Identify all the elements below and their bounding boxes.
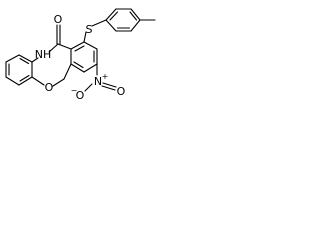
nitro-n-o-double-bond-b (101, 85, 116, 91)
left-benzene-ring (5, 54, 33, 86)
ring-oxygen-label: O (45, 81, 54, 94)
nitro-nitrogen-label: N (94, 75, 102, 88)
nitro-oxygen-single-charge: − (71, 86, 78, 95)
structure-canvas: O NH S O N + O − O (0, 0, 162, 124)
amide-oxygen-label: O (54, 13, 63, 26)
amine-nh-label: NH (35, 48, 52, 61)
sulfur-to-tolyl-bond (91, 19, 107, 27)
bonds (5, 8, 156, 92)
atom-labels: O NH S O N + O − O (35, 13, 126, 102)
carbonyl-double-bond (56, 24, 61, 45)
nitro-oxygen-double-label: O (117, 85, 126, 98)
ring-to-sulfur-bond (83, 31, 87, 43)
diazepine-ring (31, 43, 72, 87)
nitro-n-o-double-bond-a (102, 82, 117, 88)
nitro-oxygen-single-label: O (76, 89, 85, 102)
nitro-n-o-single-bond (84, 83, 93, 92)
molecule-structure: O NH S O N + O − O (5, 8, 156, 102)
right-benzene-ring (70, 41, 98, 73)
sulfur-label: S (86, 23, 93, 36)
ring-oxygen-bond (63, 63, 72, 80)
nitro-nitrogen-charge: + (102, 72, 109, 81)
tolyl-ring (105, 8, 141, 32)
